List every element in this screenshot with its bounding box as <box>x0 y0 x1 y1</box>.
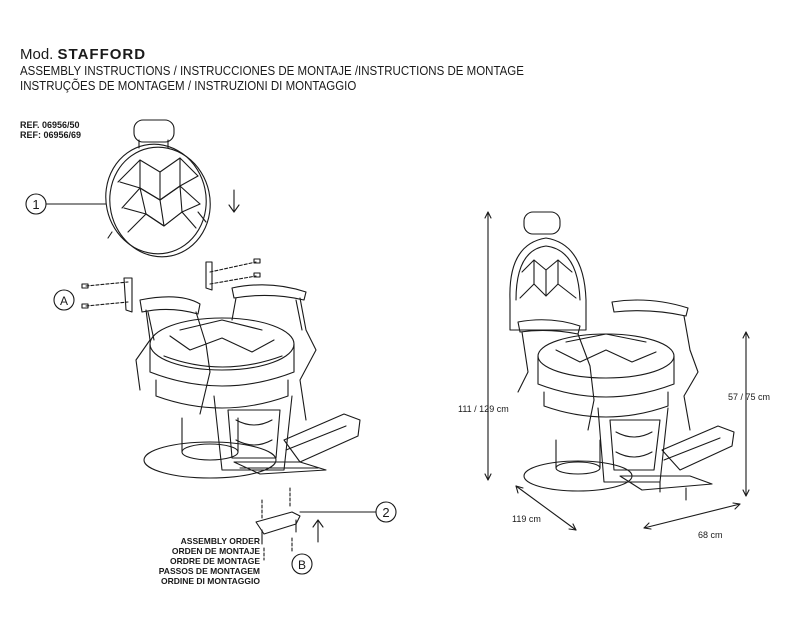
assembly-order-es: ORDEN DE MONTAJE <box>171 546 260 556</box>
reference-code-2: REF: 06956/69 <box>20 130 82 140</box>
depth-dimension-line <box>515 485 577 531</box>
header: Mod. STAFFORD ASSEMBLY INSTRUCTIONS / IN… <box>20 46 568 94</box>
model-title: Mod. STAFFORD <box>20 46 568 64</box>
up-arrow-icon <box>312 519 324 543</box>
callout-b-letter: B <box>298 558 306 572</box>
callout-a: A <box>53 289 75 311</box>
reference-codes: REF. 06956/50 REF: 06956/69 <box>20 120 81 140</box>
footrest-part-b <box>255 511 301 545</box>
screw-heads-a <box>81 258 261 309</box>
backrest-part <box>105 119 211 258</box>
callout-2-number: 2 <box>382 505 389 520</box>
width-dimension-line <box>643 502 741 530</box>
model-name: STAFFORD <box>57 46 147 63</box>
instructions-title-line2: INSTRUÇÕES DE MONTAGEM / INSTRUZIONI DI … <box>20 79 357 93</box>
callout-1: 1 <box>25 193 107 215</box>
screws-part-b <box>261 487 293 561</box>
assembled-chair <box>509 211 735 501</box>
callout-2: 2 <box>299 501 397 523</box>
callout-a-letter: A <box>60 294 68 308</box>
assembly-order-en: ASSEMBLY ORDER <box>180 536 260 546</box>
seat-height-dimension-line <box>742 331 750 497</box>
height-dimension-line <box>484 211 492 481</box>
height-dimension-label: 111 / 129 cm <box>458 404 509 414</box>
depth-dimension-label: 119 cm <box>512 514 541 524</box>
assembly-order-fr: ORDRE DE MONTAGE <box>169 556 260 566</box>
model-prefix: Mod. <box>20 46 54 63</box>
seat-assembly <box>135 284 361 479</box>
assembly-order-it: ORDINE DI MONTAGGIO <box>160 576 260 586</box>
seat-height-dimension-label: 57 / 75 cm <box>728 392 771 402</box>
instructions-title-line1: ASSEMBLY INSTRUCTIONS / INSTRUCCIONES DE… <box>20 64 524 78</box>
width-dimension-label: 68 cm <box>698 530 723 540</box>
assembly-order-pt: PASSOS DE MONTAGEM <box>158 566 260 576</box>
callout-1-number: 1 <box>32 197 39 212</box>
screws-part-a <box>85 261 257 307</box>
back-brackets <box>123 261 213 313</box>
assembly-order-legend: ASSEMBLY ORDER ORDEN DE MONTAJE ORDRE DE… <box>150 536 260 586</box>
down-arrow-icon <box>228 189 240 213</box>
reference-code-1: REF. 06956/50 <box>20 120 80 130</box>
callout-b: B <box>291 553 313 575</box>
